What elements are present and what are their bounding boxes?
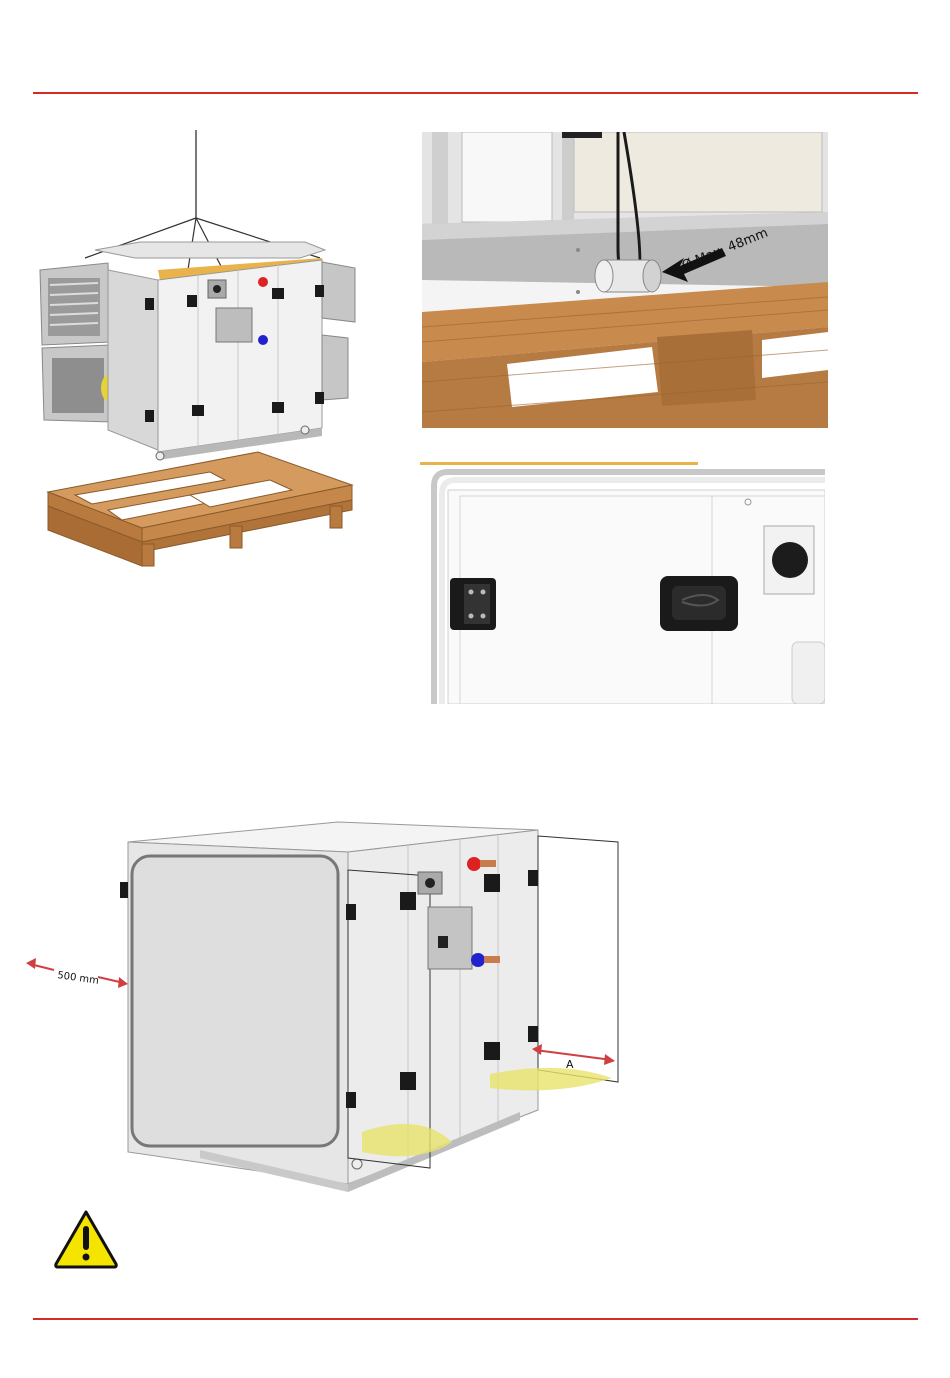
yellow-edge bbox=[420, 462, 698, 465]
figure-lifting-unit bbox=[30, 130, 370, 575]
pallet bbox=[48, 452, 352, 566]
hinge-icon bbox=[450, 578, 496, 630]
footer-rule bbox=[33, 1318, 918, 1320]
figure-hinge-detail bbox=[420, 462, 825, 704]
side-clearance-label: 500 mm bbox=[57, 970, 100, 987]
open-front-door bbox=[538, 836, 618, 1082]
warning-triangle-icon bbox=[52, 1208, 120, 1270]
clearance-zone-right bbox=[490, 1068, 612, 1091]
figure-service-clearance: A 500 mm bbox=[20, 812, 650, 1192]
open-side-door bbox=[132, 856, 338, 1146]
dimension-a-label: A bbox=[566, 1058, 574, 1071]
header-rule bbox=[33, 92, 918, 94]
figure-pallet-pipe-detail: Ø Max. 48mm bbox=[422, 132, 828, 428]
latch-handle-icon bbox=[660, 576, 738, 631]
lifting-pipe bbox=[595, 260, 661, 292]
